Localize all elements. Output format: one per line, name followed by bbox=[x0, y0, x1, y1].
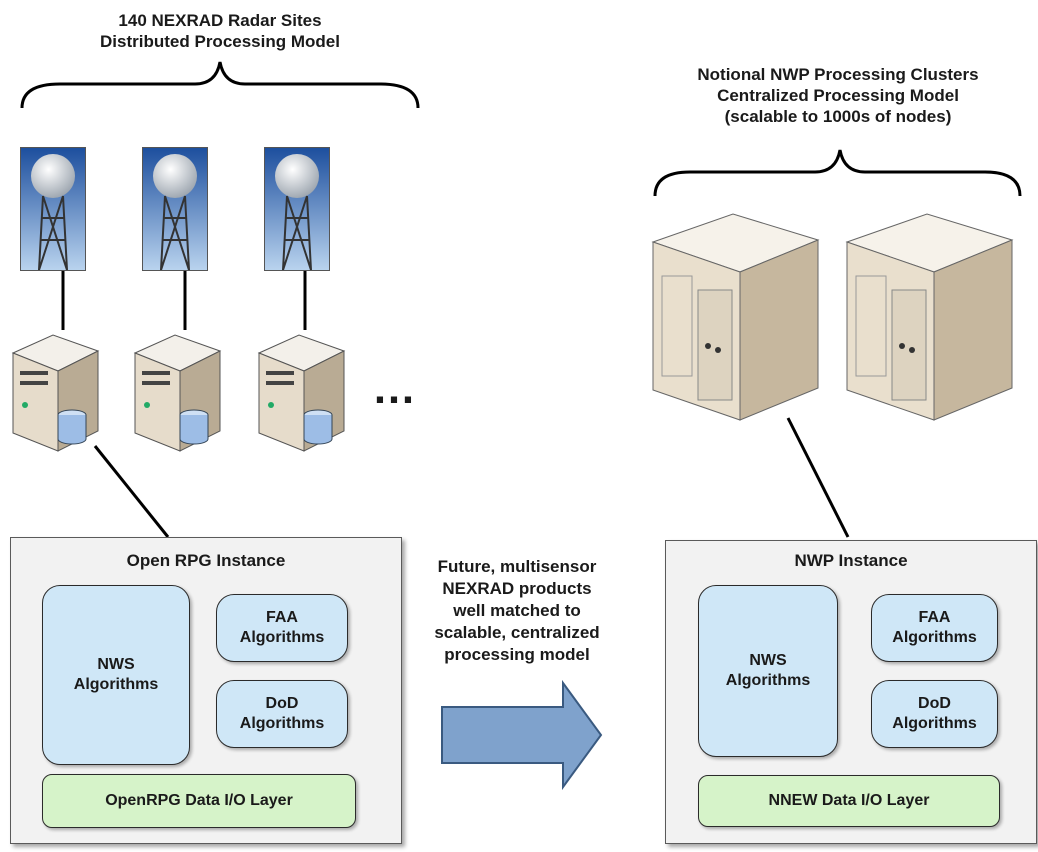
ellipsis: … bbox=[372, 364, 418, 413]
left-curly-brace-icon bbox=[20, 61, 420, 109]
nws-label: Algorithms bbox=[725, 672, 811, 689]
radar-tower-photo bbox=[20, 147, 86, 271]
server-icon bbox=[257, 334, 346, 452]
faa-algorithms-box: FAA Algorithms bbox=[871, 594, 998, 662]
right-title-line: Notional NWP Processing Clusters bbox=[697, 65, 979, 84]
connector-line bbox=[93, 445, 170, 538]
faa-label: FAA bbox=[265, 609, 298, 626]
faa-label: FAA bbox=[918, 609, 951, 626]
nwp-instance-box: NWP Instance NWS Algorithms FAA Algorithms… bbox=[665, 540, 1037, 844]
server-icon bbox=[133, 334, 222, 452]
radar-tower-photo bbox=[264, 147, 330, 271]
faa-label: Algorithms bbox=[892, 629, 977, 646]
open-rpg-instance-box: Open RPG Instance NWS Algorithms FAA Algor… bbox=[10, 537, 402, 844]
dod-label: DoD bbox=[265, 695, 299, 712]
right-title-line: (scalable to 1000s of nodes) bbox=[724, 107, 952, 126]
instance-title: Open RPG Instance bbox=[126, 551, 286, 570]
dod-label: Algorithms bbox=[239, 715, 325, 732]
right-curly-brace-icon bbox=[653, 149, 1022, 197]
nws-label: NWS bbox=[97, 656, 135, 673]
caption-line: scalable, centralized bbox=[434, 623, 600, 642]
nws-algorithms-box: NWS Algorithms bbox=[698, 585, 838, 757]
data-io-layer-box: NNEW Data I/O Layer bbox=[698, 775, 1000, 827]
nws-label: Algorithms bbox=[73, 676, 159, 693]
right-title-line: Centralized Processing Model bbox=[717, 86, 959, 105]
caption-line: well matched to bbox=[453, 601, 581, 620]
database-cylinder-icon bbox=[179, 409, 209, 445]
database-cylinder-icon bbox=[303, 409, 333, 445]
left-title: 140 NEXRAD Radar Sites Distributed Proce… bbox=[0, 10, 440, 52]
dod-label: DoD bbox=[918, 695, 951, 712]
caption-line: processing model bbox=[444, 645, 590, 664]
right-arrow-icon bbox=[441, 679, 603, 791]
dod-algorithms-box: DoD Algorithms bbox=[216, 680, 348, 748]
caption-line: NEXRAD products bbox=[442, 579, 592, 598]
dod-algorithms-box: DoD Algorithms bbox=[871, 680, 998, 748]
nws-algorithms-box: NWS Algorithms bbox=[42, 585, 190, 765]
instance-title: NWP Instance bbox=[794, 551, 908, 570]
caption-line: Future, multisensor bbox=[437, 557, 597, 576]
left-title-line: Distributed Processing Model bbox=[100, 32, 340, 51]
right-title: Notional NWP Processing Clusters Central… bbox=[618, 64, 1038, 127]
faa-algorithms-box: FAA Algorithms bbox=[216, 594, 348, 662]
dod-label: Algorithms bbox=[892, 715, 977, 732]
faa-label: Algorithms bbox=[239, 629, 325, 646]
left-title-line: 140 NEXRAD Radar Sites bbox=[118, 11, 322, 30]
connector-line bbox=[786, 417, 850, 538]
center-caption: Future, multisensor NEXRAD products well… bbox=[404, 556, 630, 666]
server-icon bbox=[11, 334, 100, 452]
database-cylinder-icon bbox=[57, 409, 87, 445]
cluster-server-icon bbox=[845, 213, 1014, 421]
nws-label: NWS bbox=[749, 652, 787, 669]
radar-tower-photo bbox=[142, 147, 208, 271]
cluster-server-icon bbox=[651, 213, 820, 421]
data-io-layer-box: OpenRPG Data I/O Layer bbox=[42, 774, 356, 828]
